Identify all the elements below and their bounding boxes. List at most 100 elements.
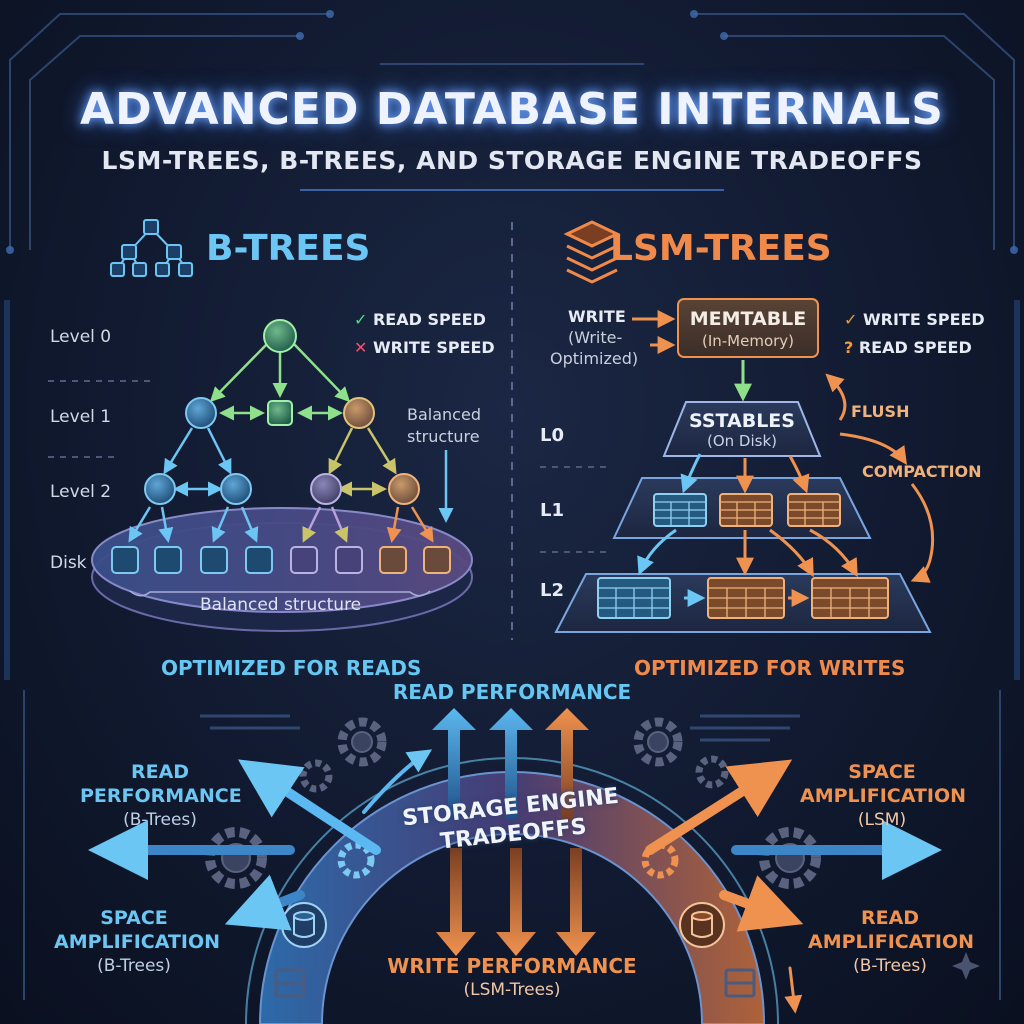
sstable xyxy=(811,577,889,619)
btree-trait-label: WRITE SPEED xyxy=(372,338,495,357)
tree-icon xyxy=(110,219,193,277)
layers-icon xyxy=(563,220,621,284)
check-icon: ✓ xyxy=(354,310,368,329)
tradeoff-right-bottom: READ AMPLIFICATION (B-Trees) xyxy=(808,906,975,978)
btree-trait: ✕ WRITE SPEED xyxy=(354,338,495,357)
tradeoff-label-line: SPACE xyxy=(848,761,916,783)
btree-side-note: Balanced xyxy=(407,405,481,424)
check-icon: ✓ xyxy=(844,310,858,329)
write-label: (Write- xyxy=(568,328,623,347)
disk-page xyxy=(423,546,451,574)
gear-icon xyxy=(299,759,333,793)
tree-node xyxy=(220,473,252,505)
lsm-trait: ✓ WRITE SPEED xyxy=(844,310,985,329)
btree-level-label: Disk xyxy=(50,553,87,573)
compaction-label: COMPACTION xyxy=(862,462,982,481)
lsm-level-label: L0 xyxy=(540,425,564,446)
disk-page xyxy=(200,546,228,574)
tradeoff-label-line: PERFORMANCE xyxy=(80,785,242,807)
sstables-title: SSTABLES xyxy=(689,410,795,432)
tradeoff-label-line: AMPLIFICATION xyxy=(800,785,967,807)
btree-level-label: Level 0 xyxy=(50,327,112,347)
tradeoff-label-line: WRITE PERFORMANCE xyxy=(387,954,637,978)
tradeoff-label-sub: (B-Trees) xyxy=(97,956,171,976)
disk-page xyxy=(245,546,273,574)
tradeoff-right-top: SPACE AMPLIFICATION (LSM) xyxy=(800,760,967,832)
tree-node xyxy=(185,397,217,429)
storage-block-icon xyxy=(274,968,756,998)
tree-node xyxy=(310,473,342,505)
tradeoff-label-sub: (B-Trees) xyxy=(123,810,197,830)
tradeoff-label-sub: (LSM) xyxy=(857,810,907,830)
write-label: Optimized) xyxy=(550,349,639,368)
tree-node xyxy=(267,400,293,426)
up-arrows xyxy=(432,708,589,820)
btree-side-note: structure xyxy=(407,427,480,446)
flush-label: FLUSH xyxy=(851,402,910,421)
page-title: ADVANCED DATABASE INTERNALS xyxy=(80,84,944,135)
lsm-level-label: L2 xyxy=(540,580,564,601)
tree-node xyxy=(144,473,176,505)
disk-page xyxy=(154,546,182,574)
lsm-level-label: L1 xyxy=(540,500,564,521)
btree-nodes xyxy=(144,319,420,505)
gear-icon xyxy=(205,827,267,889)
memtable-box xyxy=(677,298,819,358)
tradeoff-left-bottom: SPACE AMPLIFICATION (B-Trees) xyxy=(54,906,221,978)
tradeoff-label-line: AMPLIFICATION xyxy=(808,931,975,953)
tradeoff-label-line: AMPLIFICATION xyxy=(54,931,221,953)
page-subtitle: LSM-TREES, B-TREES, AND STORAGE ENGINE T… xyxy=(101,146,923,175)
disk-page xyxy=(379,546,407,574)
memtable-title: MEMTABLE xyxy=(689,308,807,330)
sstable xyxy=(597,577,671,619)
lsm-footer: OPTIMIZED FOR WRITES xyxy=(634,656,906,680)
sstables-sub: (On Disk) xyxy=(706,432,777,450)
tradeoff-left-top: READ PERFORMANCE (B-Trees) xyxy=(80,760,242,832)
gear-icon xyxy=(633,717,683,767)
down-arrows xyxy=(436,848,596,956)
tradeoff-bottom: WRITE PERFORMANCE (LSM-Trees) xyxy=(362,954,662,1002)
cross-icon: ✕ xyxy=(354,338,368,357)
tree-node xyxy=(388,473,420,505)
tradeoff-label-line: READ xyxy=(130,761,190,783)
btree-level-label: Level 1 xyxy=(50,407,112,427)
tradeoff-label-line: SPACE xyxy=(100,907,168,929)
sstables xyxy=(597,493,889,619)
tree-node xyxy=(343,397,375,429)
lsm-trait-label: WRITE SPEED xyxy=(862,310,985,329)
lsm-trait: ? READ SPEED xyxy=(844,338,972,357)
btree-trait-label: READ SPEED xyxy=(372,310,486,329)
tradeoff-label-line: READ xyxy=(860,907,920,929)
sstable xyxy=(707,577,785,619)
sstable xyxy=(653,493,707,527)
sstable xyxy=(787,493,841,527)
disk-page xyxy=(111,546,139,574)
btree-heading: B-TREES xyxy=(206,228,371,269)
gear-icon xyxy=(759,827,821,889)
disk-page xyxy=(335,546,363,574)
tradeoff-label-sub: (B-Trees) xyxy=(853,956,927,976)
disk-pages xyxy=(111,546,451,574)
btree-trait: ✓ READ SPEED xyxy=(354,310,486,329)
database-icon xyxy=(679,902,725,948)
gear-icon xyxy=(695,755,729,789)
sstable xyxy=(719,493,773,527)
database-icon xyxy=(281,902,327,948)
btree-level-label: Level 2 xyxy=(50,482,112,502)
write-label: WRITE xyxy=(568,307,626,326)
tradeoff-top-label: READ PERFORMANCE xyxy=(392,680,632,704)
btree-footer: OPTIMIZED FOR READS xyxy=(161,656,422,680)
lsm-trait-label: READ SPEED xyxy=(858,338,972,357)
tradeoff-label-sub: (LSM-Trees) xyxy=(463,980,561,1000)
tree-node xyxy=(263,319,297,353)
disk-label: Balanced structure xyxy=(200,595,362,615)
sparkle-icon xyxy=(952,952,980,980)
memtable-sub: (In-Memory) xyxy=(701,332,795,350)
question-icon: ? xyxy=(844,338,854,357)
tradeoff-arc xyxy=(258,771,766,1024)
disk-page xyxy=(290,546,318,574)
gear-icon xyxy=(337,717,387,767)
lsm-heading: LSM-TREES xyxy=(610,228,832,269)
